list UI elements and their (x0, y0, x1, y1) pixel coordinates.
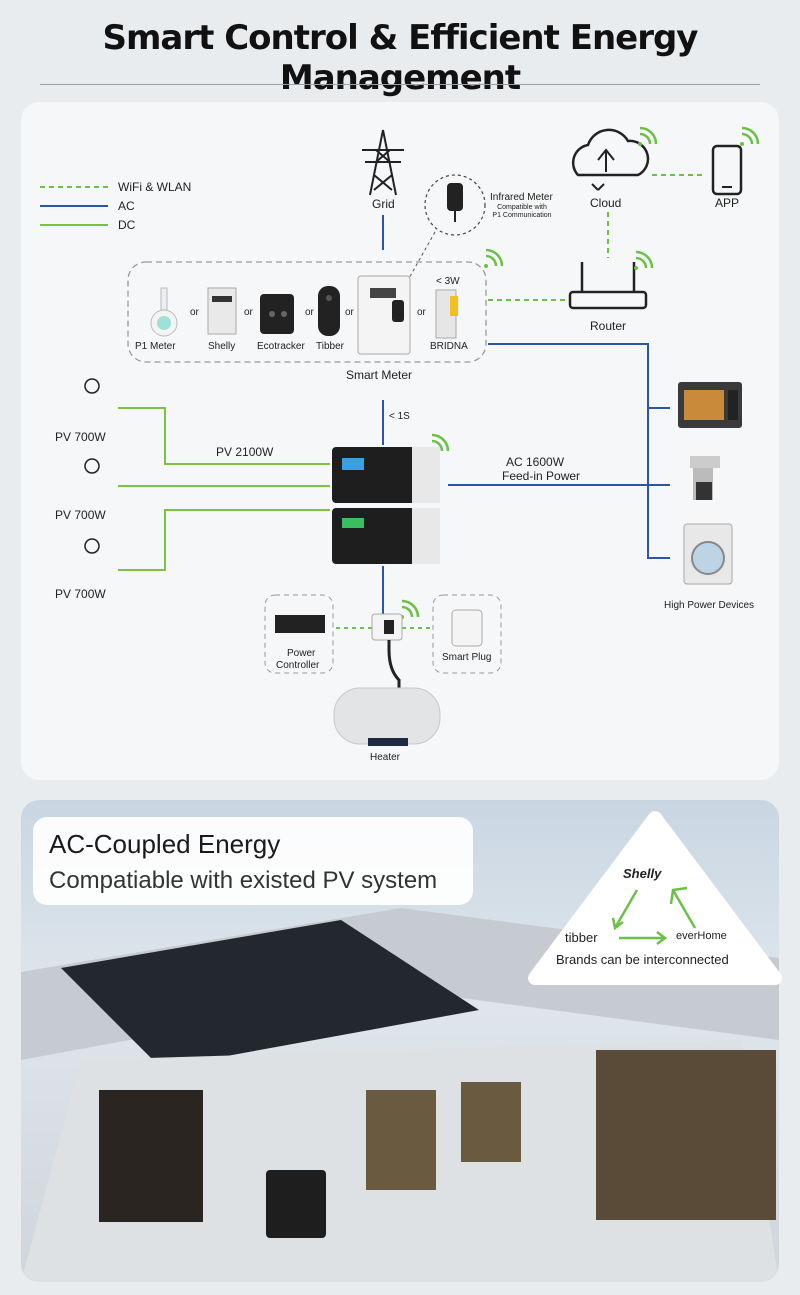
pv-panel-icon-3 (84, 538, 100, 554)
infrared-meter-label: Infrared Meter (490, 192, 553, 203)
cloud-label: Cloud (590, 196, 622, 210)
ecotracker-label: Ecotracker (257, 341, 305, 352)
pv1-label: PV 700W (55, 430, 106, 444)
infrared-note-1: Compatible with (497, 204, 547, 211)
title-divider (40, 84, 760, 85)
or-label-5: or (417, 307, 426, 318)
router-icon (568, 262, 648, 310)
p1-meter-icon (150, 287, 178, 337)
socket-plug-icon (371, 613, 403, 641)
or-label-4: or (345, 307, 354, 318)
tibber-icon (318, 286, 340, 336)
grid-tower-icon (362, 129, 404, 196)
power-controller-label-2: Controller (276, 660, 320, 671)
ac-coupled-heading: AC-Coupled Energy (49, 829, 281, 859)
app-label: APP (715, 196, 740, 210)
heater-icon (333, 687, 441, 746)
bridna-meter-icon (435, 289, 458, 339)
pv-panel-icon-1 (84, 378, 100, 394)
power-controller-label-1: Power (287, 648, 316, 659)
pv3-label: PV 700W (55, 587, 106, 601)
smart-plug-label: Smart Plug (442, 652, 492, 663)
brands-note: Brands can be interconnected (556, 952, 729, 967)
or-label-2: or (244, 307, 253, 318)
infrared-meter-callout (424, 174, 486, 236)
cloud-upload-arrow (597, 148, 615, 172)
smart-plug-icon (451, 609, 483, 647)
smart-meter-label: Smart Meter (346, 368, 413, 382)
legend-wifi-label: WiFi & WLAN (118, 180, 192, 194)
router-label: Router (590, 319, 627, 333)
phone-icon (711, 144, 743, 196)
oven-icon (678, 382, 742, 428)
grid-label: Grid (372, 197, 395, 211)
washing-machine-icon (683, 523, 733, 585)
pv-panel-icon-2 (84, 458, 100, 474)
p1-meter-label: P1 Meter (135, 341, 176, 352)
brand-everhome: everHome (676, 930, 727, 942)
pv-total-label: PV 2100W (216, 445, 274, 459)
high-power-devices-label: High Power Devices (664, 600, 755, 611)
infrared-meter-icon (447, 183, 463, 211)
lt3w-label: < 3W (436, 276, 460, 287)
brands-triangle (528, 811, 782, 985)
smart-meter-device-icon (357, 275, 411, 355)
ecotracker-icon (260, 294, 294, 334)
page-title: Smart Control & Efficient Energy Managem… (102, 18, 699, 98)
shelly-device-icon (207, 287, 237, 335)
smart-meter-group-box (127, 261, 487, 363)
coffee-maker-icon (690, 456, 720, 500)
infrared-note-2: P1 Communication (492, 212, 552, 219)
battery-inverter-icon (332, 447, 440, 564)
cloud-icon (571, 128, 650, 177)
wifi-icons (401, 126, 760, 618)
connection-diagram (40, 126, 760, 746)
or-label-1: or (190, 307, 199, 318)
legend-dc-label: DC (118, 218, 136, 232)
pv2-label: PV 700W (55, 508, 106, 522)
house-illustration (21, 908, 779, 1282)
brand-shelly: Shelly (623, 866, 662, 881)
power-controller-icon (275, 615, 325, 633)
energy-diagram-panel (21, 102, 779, 780)
feed-in-label: Feed-in Power (502, 469, 581, 483)
legend-ac-label: AC (118, 199, 135, 213)
brand-tibber: tibber (565, 930, 598, 945)
ac-coupled-card: AC-Coupled Energy Compatiable with exist… (33, 817, 473, 905)
ac-power-label: AC 1600W (506, 455, 565, 469)
tibber-label: Tibber (316, 341, 344, 352)
bridna-meter-label: BRIDNA (430, 341, 468, 352)
lt1s-label: < 1S (389, 411, 410, 422)
ac-coupled-subheading: Compatiable with existed PV system (49, 867, 438, 894)
shelly-label: Shelly (208, 341, 236, 352)
heater-label: Heater (370, 752, 401, 763)
or-label-3: or (305, 307, 314, 318)
